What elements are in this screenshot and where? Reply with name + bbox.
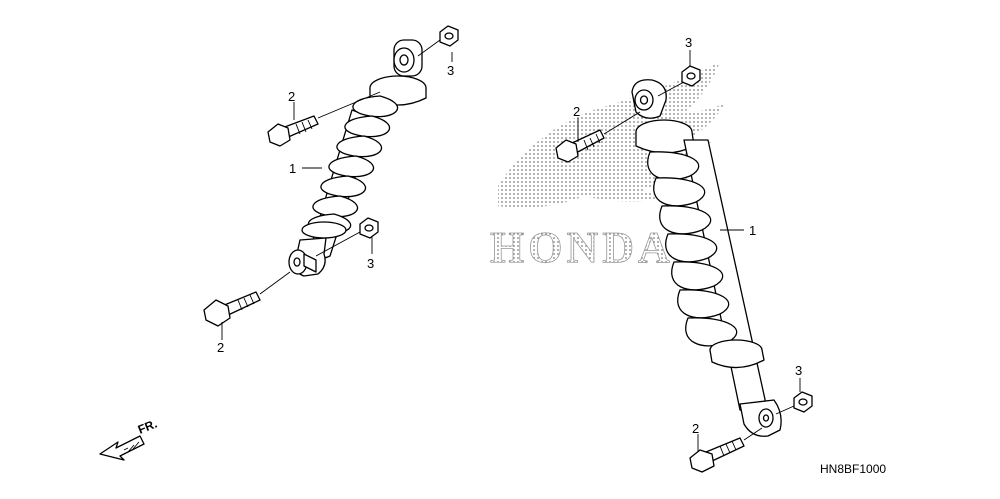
front-direction-indicator: FR.: [99, 417, 159, 461]
logo-wordmark: HONDA: [490, 223, 674, 272]
left-upper-nut: [417, 25, 459, 57]
callout-left-lower-nut: 3: [367, 256, 374, 271]
left-upper-bolt: [267, 91, 381, 147]
left-shock-absorber: [288, 39, 427, 277]
callout-left-shock: 1: [289, 161, 296, 176]
callout-right-upper-bolt: 2: [573, 104, 580, 119]
left-lower-nut: [315, 217, 379, 257]
diagram-code: HN8BF1000: [820, 462, 886, 476]
right-upper-bolt: [555, 111, 641, 163]
right-lower-nut: [775, 391, 813, 415]
callout-right-upper-nut: 3: [685, 35, 692, 50]
callout-right-lower-bolt: 2: [692, 421, 699, 436]
callout-right-shock: 1: [749, 223, 756, 238]
callout-left-upper-nut: 3: [447, 63, 454, 78]
callout-left-lower-bolt: 2: [217, 340, 224, 355]
right-spring: [647, 151, 738, 347]
direction-label: FR.: [136, 417, 159, 437]
right-lower-bolt: [689, 427, 763, 473]
arrow-left-icon: [99, 435, 145, 461]
callout-right-lower-nut: 3: [795, 363, 802, 378]
left-lower-bolt: [203, 271, 291, 327]
callout-left-upper-bolt: 2: [288, 89, 295, 104]
callout-leaders: [221, 50, 801, 452]
right-shock-absorber: [631, 79, 782, 437]
